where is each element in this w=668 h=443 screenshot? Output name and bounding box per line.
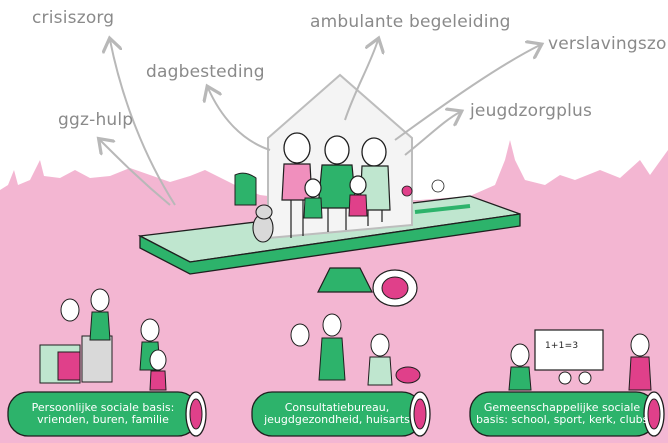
personal-network-figures [39, 288, 167, 391]
base-personal-line2: vrienden, buren, familie [37, 413, 169, 426]
label-verslavingszorg: verslavingszorg [548, 34, 668, 54]
seesaw-pivot [317, 267, 418, 307]
label-ggz-hulp: ggz-hulp [58, 110, 134, 130]
pipe-personal [7, 391, 207, 437]
label-jeugdzorgplus: jeugdzorgplus [470, 101, 593, 121]
label-ambulante-begeleiding: ambulante begeleiding [310, 12, 511, 32]
base-health-line1: Consultatiebureau, [284, 401, 390, 414]
base-community-line1: Gemeenschappelijke sociale [483, 401, 641, 414]
service-arrows [100, 40, 540, 206]
label-dagbesteding: dagbesteding [146, 62, 265, 82]
base-community: Gemeenschappelijke sociale basis: school… [476, 402, 648, 426]
family [252, 132, 471, 243]
base-personal: Persoonlijke sociale basis: vrienden, bu… [14, 402, 192, 426]
base-health-line2: jeugdgezondheid, huisarts [264, 413, 410, 426]
community-figures [508, 329, 652, 391]
label-crisiszorg: crisiszorg [32, 8, 115, 28]
board-sum: 1+1=3 [545, 341, 579, 351]
health-figures [290, 313, 421, 386]
base-personal-line1: Persoonlijke sociale basis: [31, 401, 175, 414]
pipe-health [251, 391, 431, 437]
pipe-community [469, 391, 665, 437]
base-community-line2: basis: school, sport, kerk, clubs [476, 413, 649, 426]
base-health: Consultatiebureau, jeugdgezondheid, huis… [258, 402, 416, 426]
